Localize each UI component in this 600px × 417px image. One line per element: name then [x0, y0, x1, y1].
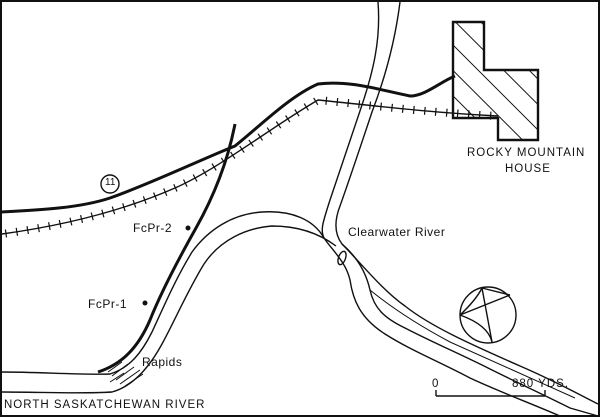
north-sask-main-channel	[341, 243, 599, 405]
railway-tie	[80, 214, 84, 224]
railway-tie	[192, 174, 198, 182]
secondary-road	[97, 123, 237, 374]
railway-tie	[122, 203, 126, 212]
railway-tie	[266, 127, 273, 135]
scale-end-label: 880 YDS.	[512, 378, 570, 390]
scale-start-label: 0	[432, 378, 440, 390]
railway-tie	[248, 139, 254, 147]
railway-tie	[434, 107, 437, 116]
site-fcpr-1-label: FcPr-1	[88, 297, 127, 311]
railway-tie	[26, 225, 29, 235]
railway-tie	[313, 97, 319, 106]
highway-shield	[100, 174, 120, 194]
highway-11	[1, 74, 456, 214]
railway-tie	[90, 212, 94, 221]
railway-tie	[401, 104, 404, 113]
rapids-label: Rapids	[142, 355, 183, 369]
railway-tie	[325, 96, 328, 105]
town-block	[451, 20, 540, 142]
clearwater-east-bank	[321, 1, 561, 417]
railway-tie	[182, 179, 188, 187]
railway-tie	[142, 196, 147, 205]
railway-tie	[153, 192, 158, 201]
railway-tie	[4, 229, 8, 238]
north-saskatchewan-label: NORTH SASKATCHEWAN RIVER	[4, 399, 206, 411]
railway-tie	[220, 157, 227, 165]
railway-tie	[173, 183, 178, 192]
site-fcpr-2-dot	[185, 225, 191, 231]
railway-tie	[257, 133, 263, 141]
railway-tie	[423, 106, 426, 115]
scale-bar	[435, 390, 546, 397]
clearwater-river-label: Clearwater River	[348, 225, 446, 239]
railway-tie	[58, 219, 62, 228]
river-island	[337, 250, 347, 266]
railway-tie	[239, 145, 245, 153]
railway-tie	[358, 100, 361, 109]
compass-symbol	[459, 286, 517, 344]
railway-tie	[111, 206, 116, 215]
railway-tie	[336, 97, 339, 106]
north-saskatchewan-river	[1, 211, 599, 405]
railway-tie	[15, 227, 19, 236]
railway-tie	[347, 99, 350, 108]
clearwater-west-bank	[335, 1, 599, 417]
railway-ties	[4, 96, 492, 238]
railway-tie	[202, 168, 208, 177]
town-label-line1: ROCKY MOUNTAIN	[467, 147, 586, 159]
railway-tie	[391, 103, 393, 112]
railway-tie	[303, 103, 309, 111]
rapids-marks	[107, 361, 144, 387]
railway-tie	[69, 217, 73, 226]
railway-tie	[445, 108, 448, 117]
railway-tie	[211, 163, 217, 171]
highway-number-label: 11	[105, 177, 116, 188]
railway-tie	[294, 109, 300, 117]
railway-tie	[37, 224, 40, 233]
railway-tie	[275, 121, 282, 129]
site-fcpr-1-dot	[142, 300, 148, 306]
north-sask-north-bank	[1, 211, 325, 375]
site-fcpr-2-label: FcPr-2	[133, 221, 172, 235]
railway-tie	[380, 102, 382, 111]
north-sask-inner-bank	[369, 289, 576, 399]
railway-tie	[132, 199, 137, 208]
railway-tie	[48, 222, 51, 231]
railway-line	[1, 99, 499, 235]
railway-tie	[101, 209, 105, 218]
town-label-line2: HOUSE	[505, 163, 551, 175]
north-sask-south-bank	[1, 225, 337, 394]
railway-tie	[412, 105, 415, 114]
railway-tie	[369, 101, 372, 110]
railway-tie	[230, 151, 236, 159]
railway-tie	[163, 188, 168, 197]
railway-tie	[285, 115, 291, 123]
